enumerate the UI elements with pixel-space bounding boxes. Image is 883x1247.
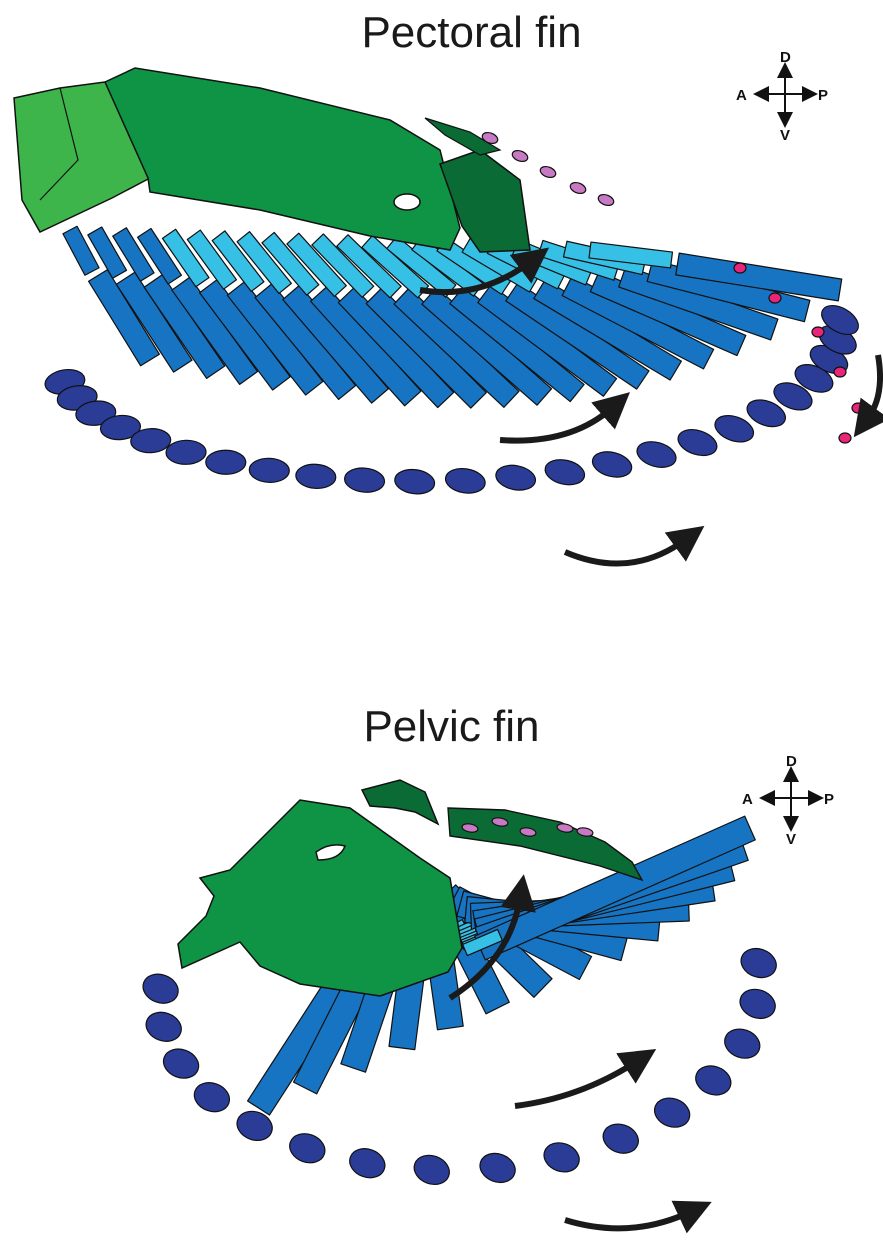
pectoral-magenta-element <box>769 293 781 303</box>
pectoral-magenta-element <box>734 263 746 273</box>
pelvic-girdle-main <box>178 800 462 996</box>
pectoral-distal-element <box>590 448 635 481</box>
pectoral-arrow-edge <box>868 355 880 418</box>
pectoral-distal-element <box>166 440 207 465</box>
pectoral-pink-element <box>511 149 529 164</box>
pectoral-pink-element <box>569 181 587 196</box>
pectoral-distal-element <box>444 466 487 496</box>
pelvic-distal-element <box>190 1078 233 1117</box>
pelvic-distal-element <box>599 1119 642 1158</box>
pectoral-magenta-element <box>852 403 864 413</box>
pelvic-distal-elements <box>139 944 780 1189</box>
pectoral-distal-element <box>393 467 436 496</box>
pectoral-distal-element <box>343 466 385 494</box>
pectoral-magenta-element <box>834 367 846 377</box>
pelvic-distal-element <box>286 1129 329 1168</box>
pectoral-distal-element <box>634 437 679 471</box>
pelvic-dorsal-strip <box>448 808 642 880</box>
pelvic-distal-element <box>736 985 779 1024</box>
pelvic-distal-element <box>139 969 182 1008</box>
pectoral-magenta-element <box>812 327 824 337</box>
pectoral-arrow-lower <box>565 540 685 564</box>
pelvic-distal-element <box>650 1093 693 1132</box>
pectoral-distal-element <box>494 462 538 493</box>
pelvic-distal-element <box>142 1008 185 1047</box>
pelvic-distal-element <box>476 1149 519 1188</box>
pelvic-distal-element <box>737 944 780 983</box>
pectoral-arrow-middle <box>500 408 612 441</box>
pectoral-distal-element <box>206 450 246 474</box>
pelvic-distal-element <box>159 1044 202 1083</box>
pelvic-arrow-lower <box>565 1212 690 1228</box>
pectoral-magenta-element <box>839 433 851 443</box>
pectoral-distal-element <box>675 425 720 460</box>
pelvic-distal-element <box>410 1151 453 1190</box>
pelvic-girdle-dark <box>362 780 438 824</box>
pelvic-fin-diagram <box>0 620 883 1247</box>
pelvic-distal-element <box>540 1138 583 1177</box>
pelvic-distal-element <box>721 1024 764 1063</box>
pectoral-fin-diagram <box>0 0 883 620</box>
pectoral-girdle-main <box>105 68 460 250</box>
pectoral-radials <box>63 226 842 408</box>
pectoral-distal-element <box>295 463 337 490</box>
pectoral-foramen <box>394 194 420 210</box>
pelvic-distal-element <box>346 1144 389 1183</box>
pectoral-distal-element <box>543 456 587 488</box>
pectoral-pink-element <box>597 193 615 208</box>
pelvic-arrow-middle <box>515 1062 636 1106</box>
pelvic-distal-element <box>692 1061 735 1100</box>
pectoral-distal-element <box>249 458 290 484</box>
pectoral-pink-element <box>539 165 557 180</box>
